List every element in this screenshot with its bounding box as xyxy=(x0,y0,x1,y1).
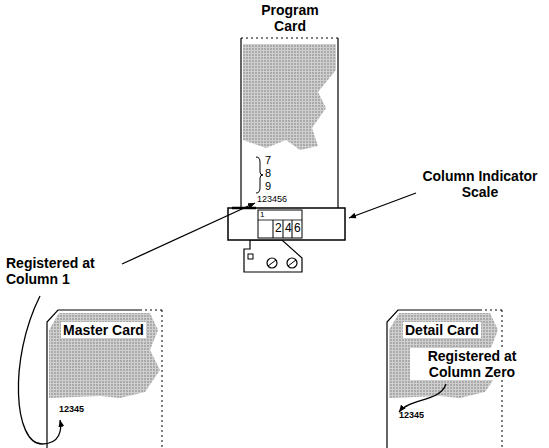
card-title: Program Card xyxy=(255,2,325,34)
column-digit: 123456 xyxy=(257,194,287,204)
card: Program Card 789123456 xyxy=(230,0,350,208)
master-card xyxy=(47,310,162,448)
scale-holder xyxy=(228,208,345,272)
column-digit: 6 xyxy=(294,222,301,236)
column-digit: 9 xyxy=(265,180,271,193)
column-digit: 2 xyxy=(275,222,282,236)
column-indicator-scale: 1 246 xyxy=(228,208,345,240)
callout-label: Column Indicator Scale xyxy=(416,168,544,200)
card-title: Master Card xyxy=(61,322,146,338)
column-digit: 7 xyxy=(265,154,271,167)
program-card xyxy=(241,38,338,208)
callout-label: Registered at Column 1 xyxy=(6,255,116,287)
leader-lines xyxy=(18,193,446,444)
column-digit: 4 xyxy=(285,222,292,236)
card: Master Card 12345 xyxy=(47,310,162,448)
column-digit: 12345 xyxy=(59,404,84,414)
column-digit: 1 xyxy=(260,210,264,219)
card-title: Detail Card xyxy=(403,322,481,338)
column-digit: 8 xyxy=(265,167,271,180)
column-digit: 12345 xyxy=(399,410,424,420)
callout-label: Registered at Column Zero xyxy=(410,348,534,380)
